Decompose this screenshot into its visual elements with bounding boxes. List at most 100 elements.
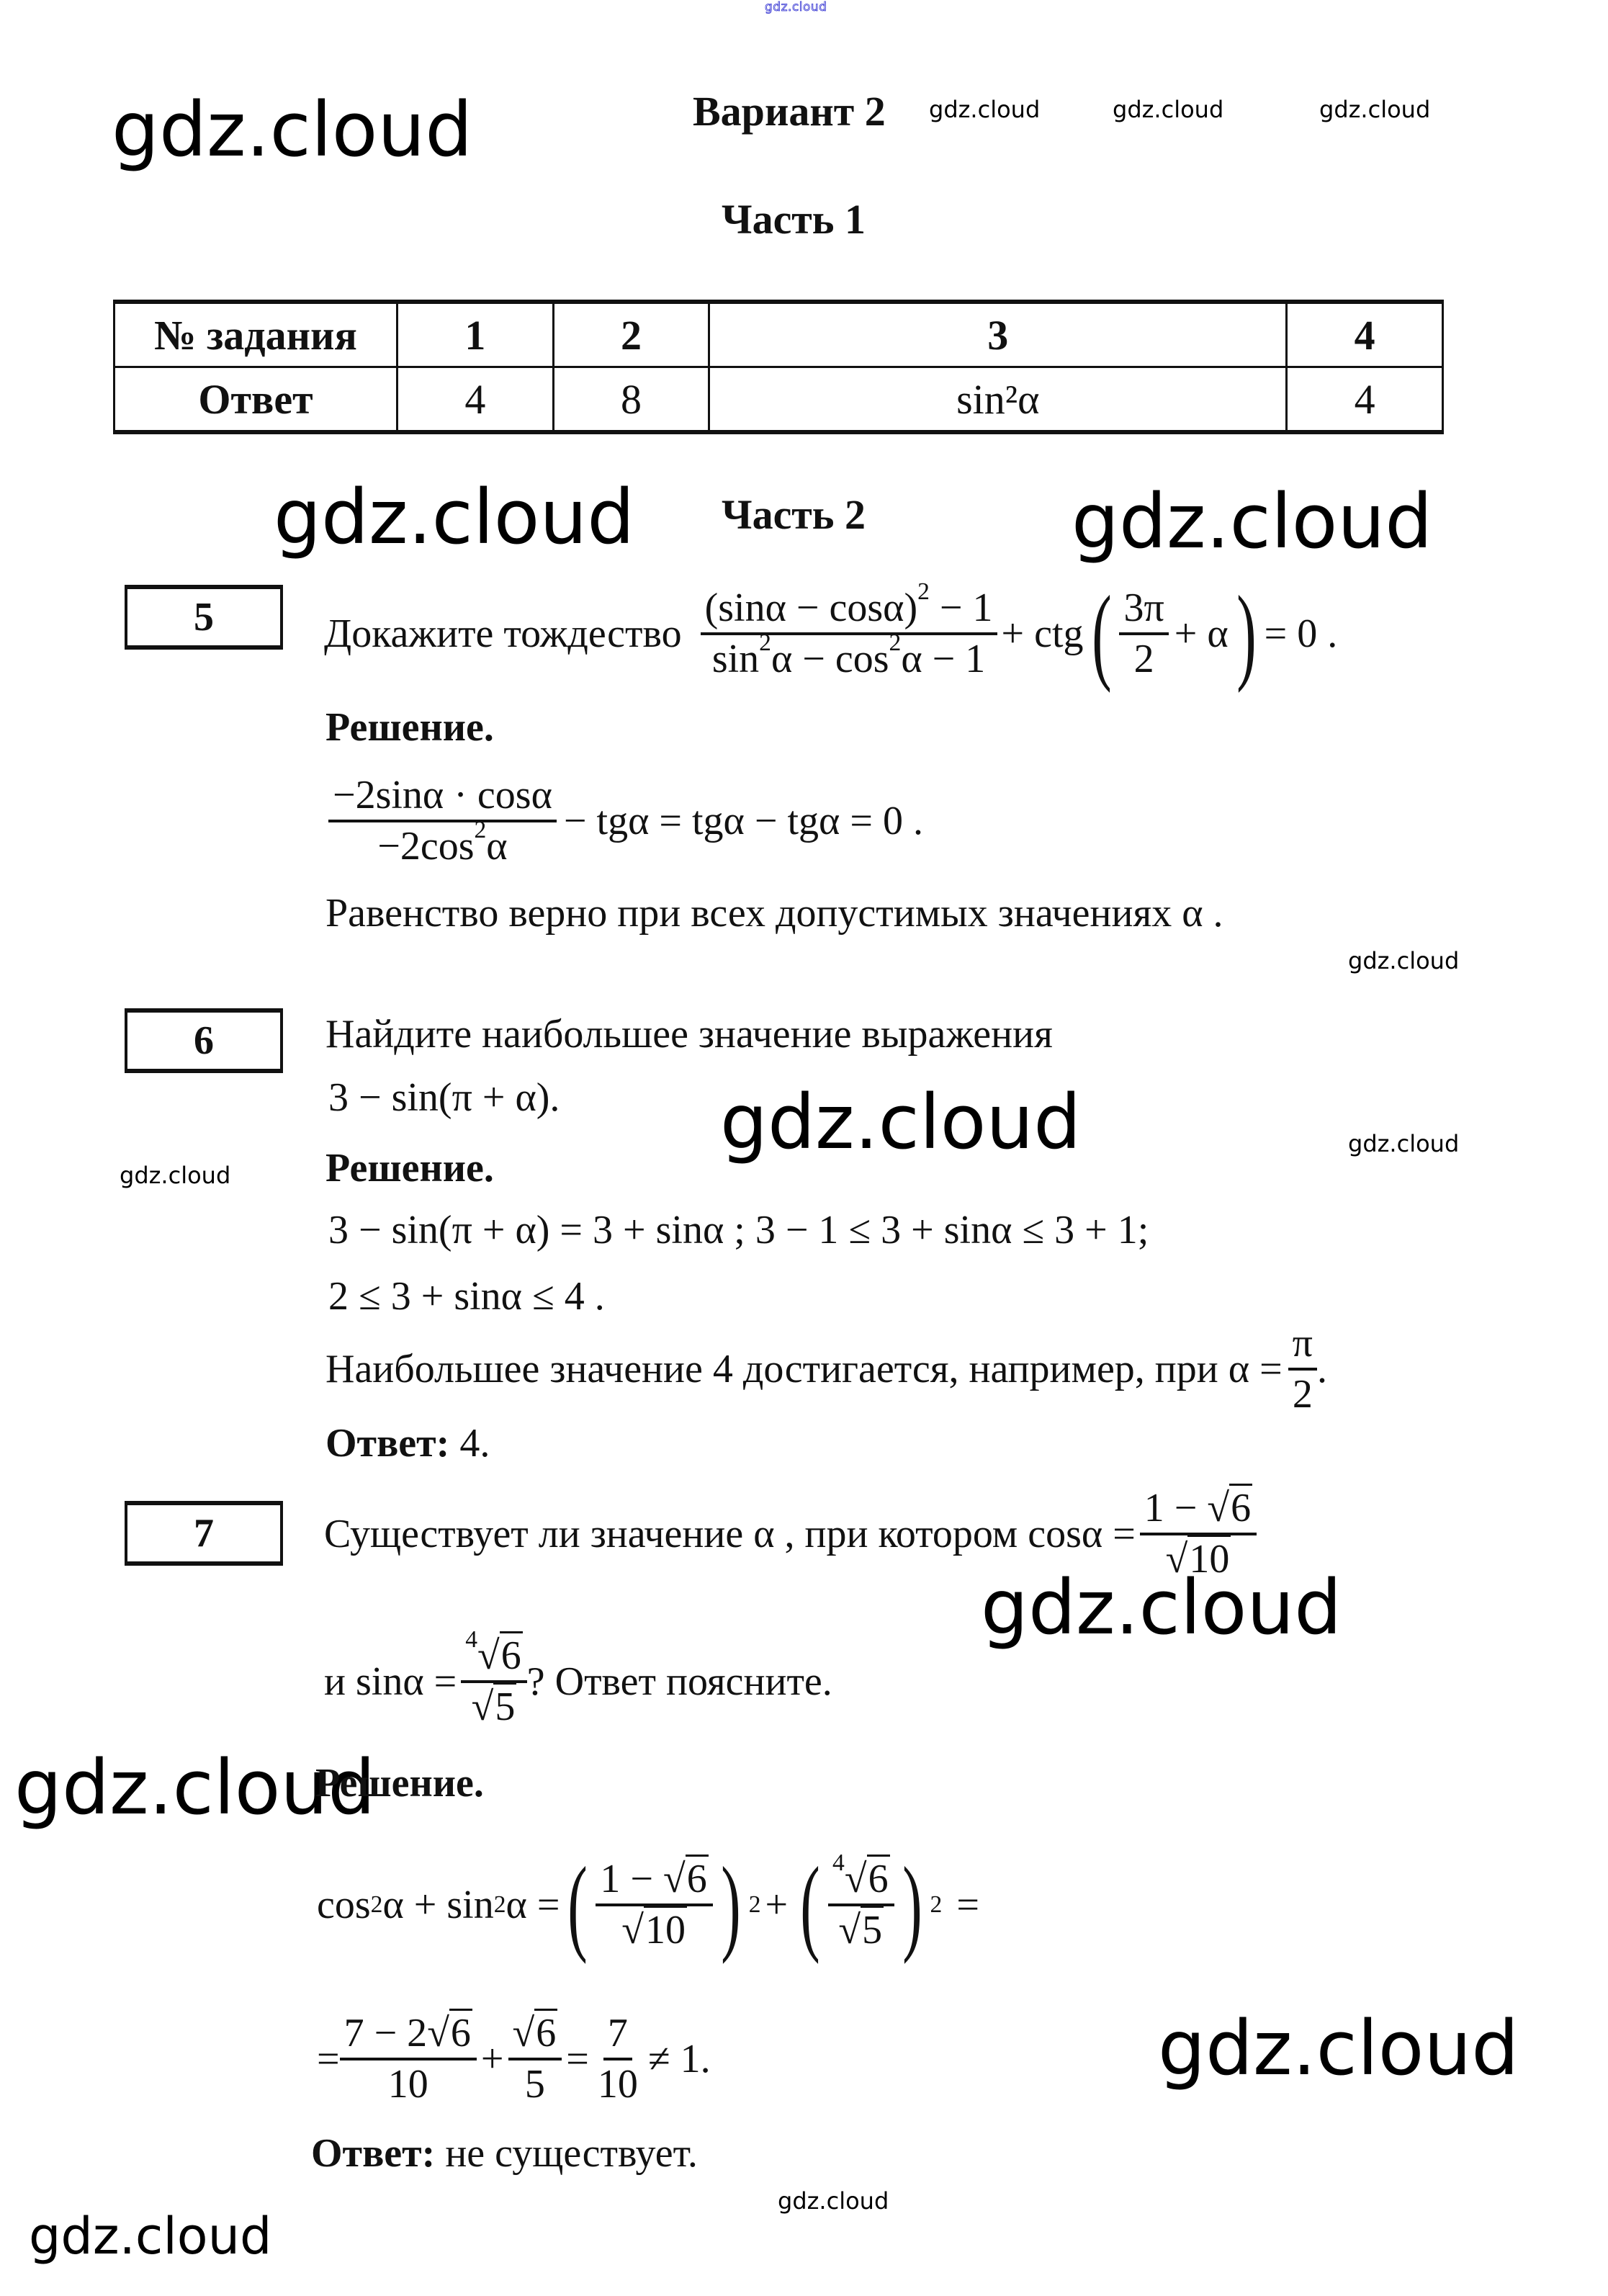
watermark: gdz.cloud [1158, 2004, 1519, 2092]
task5-statement: Докажите тождество (sinα − cosα)2 − 1 si… [324, 569, 1337, 699]
numerator: π [1288, 1322, 1317, 1371]
prompt-part: ? Ответ поясните. [526, 1659, 832, 1704]
watermark: gdz.cloud [1319, 96, 1431, 123]
ctg-term: + ctg [1001, 611, 1084, 656]
radicand: 6 [534, 2009, 558, 2056]
sqrt: √5 [472, 1682, 517, 1729]
sqrt: √10 [1166, 1535, 1231, 1582]
task-number-box: 5 [125, 585, 283, 650]
task-number-cell: 1 [396, 300, 554, 368]
answer-cell: sin²α [708, 366, 1288, 434]
lhs-part: α + sin [382, 1883, 494, 1927]
plus: + [765, 1883, 789, 1927]
left-paren: ( [567, 1845, 588, 1965]
task7-solution-line2: = 7 − 2√6 10 + √6 5 = 7 10 ≠ 1. [317, 1998, 711, 2120]
task5-conclusion: Равенство верно при всех допустимых знач… [325, 891, 1223, 936]
task-number-cell: 4 [1285, 300, 1444, 368]
radicand: 6 [1229, 1484, 1253, 1531]
watermark: gdz.cloud [29, 2207, 272, 2266]
fraction: 1 − √6 √10 [596, 1855, 713, 1952]
lhs-part: α = [506, 1883, 560, 1927]
fraction-numerator-tail: − 1 [929, 586, 993, 631]
task5-solution: −2sinα · cosα −2cos2α − tgα = tgα − tgα … [328, 763, 923, 879]
denominator-part: α − cos [771, 637, 889, 681]
watermark: gdz.cloud [981, 1564, 1342, 1651]
watermark: gdz.cloud [120, 1162, 231, 1189]
sqrt: √6 [427, 2009, 472, 2056]
task6-max-line: Наибольшее значение 4 достигается, напри… [325, 1322, 1327, 1416]
numerator: 3π [1119, 587, 1169, 635]
equals-zero: = 0 . [1264, 611, 1338, 656]
answer-value: 4. [459, 1421, 490, 1466]
task6-solution-line: 3 − sin(π + α) = 3 + sinα ; 3 − 1 ≤ 3 + … [328, 1208, 1149, 1252]
table-row-task-numbers: № задания 1 2 3 4 [113, 300, 1444, 368]
watermark: gdz.cloud [112, 86, 473, 174]
watermark-top-tiny: gdz.cloud [765, 0, 827, 14]
exponent: 2 [759, 629, 771, 656]
task-number-box: 6 [125, 1008, 283, 1073]
equals: = [317, 2037, 340, 2081]
variant-title: Вариант 2 [693, 88, 886, 135]
part2-title: Часть 2 [722, 491, 866, 538]
task-number-cell: 2 [552, 300, 711, 368]
exponent: 2 [474, 816, 487, 843]
period: . [1316, 1347, 1327, 1391]
fraction: 7 10 [593, 2012, 642, 2106]
solution-label: Решение. [325, 705, 494, 750]
sqrt: √6 [1207, 1484, 1253, 1531]
fourth-root: 4√6 [465, 1625, 523, 1679]
fraction: √6 5 [508, 2009, 562, 2107]
sqrt: √6 [513, 2009, 558, 2056]
fourth-root: 4√6 [832, 1849, 890, 1902]
task6-expression: 3 − sin(π + α). [328, 1075, 560, 1120]
radicand: 6 [449, 2009, 472, 2056]
row-header-task: № задания [113, 300, 398, 368]
root-index: 4 [465, 1625, 478, 1653]
denominator: 10 [387, 2062, 428, 2107]
watermark: gdz.cloud [14, 1744, 376, 1831]
solution-label: Решение. [315, 1761, 484, 1806]
answers-table: № задания 1 2 3 4 Ответ 4 8 sin²α 4 [113, 300, 1444, 434]
row-header-answer: Ответ [113, 366, 398, 434]
task5-main-fraction: (sinα − cosα)2 − 1 sin2α − cos2α − 1 [700, 580, 997, 681]
denominator-part: sin [711, 637, 760, 681]
numerator-part: 1 − [1144, 1486, 1208, 1531]
prompt-part: и sinα = [324, 1659, 457, 1704]
left-paren: ( [800, 1845, 820, 1965]
radicand: 6 [685, 1855, 709, 1902]
lhs-part: cos [317, 1883, 371, 1927]
sqrt: √10 [621, 1906, 687, 1952]
plus-alpha: + α [1174, 611, 1229, 656]
right-paren: ) [902, 1845, 922, 1965]
watermark: gdz.cloud [1113, 96, 1224, 123]
task6-solution-line: 2 ≤ 3 + sinα ≤ 4 . [328, 1274, 605, 1319]
exponent: 2 [889, 629, 902, 656]
watermark: gdz.cloud [1348, 1130, 1460, 1157]
task5-prompt: Докажите тождество [324, 611, 682, 656]
radicand: 6 [499, 1631, 523, 1679]
task7-statement-line2: и sinα = 4√6 √5 ? Ответ поясните. [324, 1620, 832, 1743]
denominator-part: −2cos [377, 824, 475, 869]
equals: = [566, 2037, 589, 2081]
task-number-box: 7 [125, 1501, 283, 1566]
radicand: 5 [861, 1906, 884, 1952]
equals: = [956, 1883, 979, 1927]
denominator: 5 [524, 2062, 545, 2107]
numerator: −2sinα · cosα [328, 774, 557, 822]
watermark: gdz.cloud [274, 473, 635, 561]
sqrt: √6 [663, 1855, 709, 1902]
answer-value: не существует. [435, 2131, 698, 2176]
solution-label: Решение. [325, 1146, 494, 1190]
answer-cell: 4 [396, 366, 554, 434]
sqrt: √5 [838, 1906, 884, 1952]
task6-answer: Ответ: 4. [325, 1423, 490, 1463]
part1-title: Часть 1 [722, 196, 866, 243]
solution-tail: − tgα = tgα − tgα = 0 . [563, 799, 923, 843]
left-paren: ( [1091, 574, 1112, 694]
task-number: 7 [194, 1511, 214, 1556]
watermark: gdz.cloud [929, 96, 1041, 123]
watermark: gdz.cloud [1348, 947, 1460, 974]
denominator: 2 [1133, 637, 1154, 681]
numerator-part: 7 − 2 [343, 2011, 428, 2056]
max-text: Наибольшее значение 4 достигается, напри… [325, 1347, 1283, 1391]
